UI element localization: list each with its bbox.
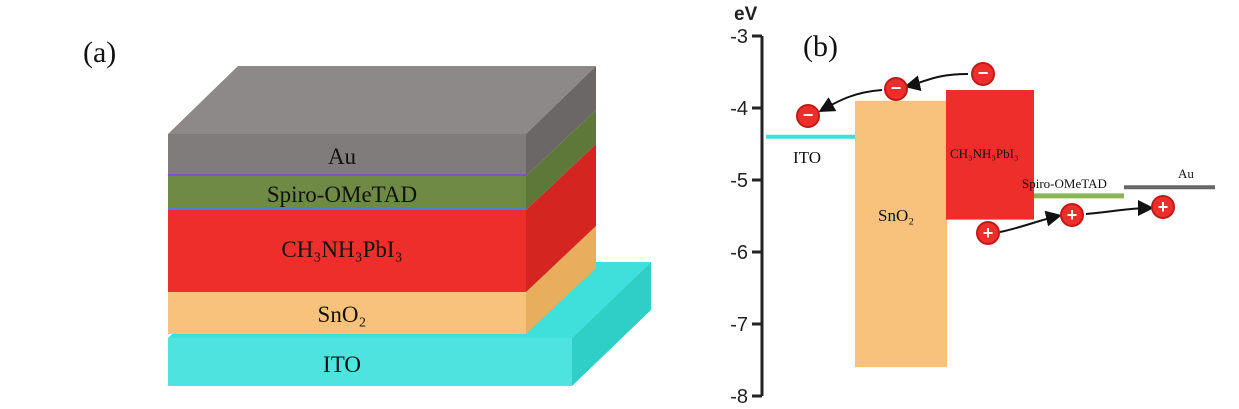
axis-tick-label: -4 xyxy=(730,98,748,120)
sno2-front-face xyxy=(168,292,526,334)
hole-symbol: + xyxy=(1158,197,1169,217)
au-side-face xyxy=(526,66,596,176)
hole-symbol: + xyxy=(983,223,994,243)
layer-label-sno2: SnO₂ xyxy=(318,302,367,327)
panel-a-label: (a) xyxy=(83,36,116,69)
axis-unit: eV xyxy=(734,4,758,25)
perovskite-front-face xyxy=(168,210,526,292)
electron-marker: − xyxy=(971,62,995,86)
hole-marker: + xyxy=(1060,203,1084,227)
layer-perovskite: CH₃NH₃PbI₃ xyxy=(168,144,596,292)
layer-sno2: SnO₂ xyxy=(168,226,596,334)
electron-arrow-2 xyxy=(818,89,883,112)
hole-arrow-1 xyxy=(999,210,1062,233)
au-top-face xyxy=(168,66,596,134)
electron-symbol: − xyxy=(978,63,989,83)
hole-marker: + xyxy=(976,221,1000,245)
panel-b-label: (b) xyxy=(803,30,838,63)
perovskite-side-face xyxy=(526,144,596,292)
hole-marker: + xyxy=(1151,195,1175,219)
perovskite-band-box xyxy=(946,90,1034,220)
label-perovskite: CH₃NH₃PbI₃ xyxy=(950,146,1019,161)
label-ito: ITO xyxy=(793,148,821,167)
axis-tick-label: -5 xyxy=(730,170,748,192)
layer-label-au: Au xyxy=(328,144,357,169)
layer-label-spiro: Spiro-OMeTAD xyxy=(267,182,417,207)
sno2-band-box xyxy=(855,100,947,368)
spiro-side-face xyxy=(526,110,596,210)
au-front-face xyxy=(168,134,526,176)
spiro-front-face xyxy=(168,176,526,210)
electron-marker: − xyxy=(796,104,820,128)
panel-b: (b) eV -3-4-5-6-7-8 ITO SnO₂ CH₃NH₃PbI₃ … xyxy=(730,4,1215,408)
layer-label-perovskite: CH₃NH₃PbI₃ xyxy=(281,237,402,262)
axis-tick-label: -3 xyxy=(730,26,748,48)
hole-symbol: + xyxy=(1067,205,1078,225)
axis-tick-label: -6 xyxy=(730,242,748,264)
electron-symbol: − xyxy=(803,105,814,125)
panel-a: (a) ITO SnO₂ CH₃NH₃PbI₃ Spiro-OMeTAD xyxy=(83,36,651,386)
label-au: Au xyxy=(1178,166,1194,181)
layer-spiro: Spiro-OMeTAD xyxy=(168,110,596,210)
sno2-side-face xyxy=(526,226,596,334)
label-spiro: Spiro-OMeTAD xyxy=(1022,176,1107,191)
hole-arrow-2 xyxy=(1085,200,1154,217)
ito-front-face xyxy=(168,338,572,386)
axis-tick-label: -8 xyxy=(730,386,748,408)
electron-symbol: − xyxy=(891,78,902,98)
energy-axis: eV -3 -4 -5 -6 -7 -8 xyxy=(730,4,764,408)
electron-arrow-1 xyxy=(904,73,969,92)
layer-au: Au xyxy=(168,66,596,176)
ito-side-face xyxy=(572,262,651,386)
label-sno2: SnO₂ xyxy=(878,206,914,225)
electron-marker: − xyxy=(884,77,908,101)
axis-tick-label: -7 xyxy=(730,314,748,336)
layer-label-ito: ITO xyxy=(323,352,361,377)
